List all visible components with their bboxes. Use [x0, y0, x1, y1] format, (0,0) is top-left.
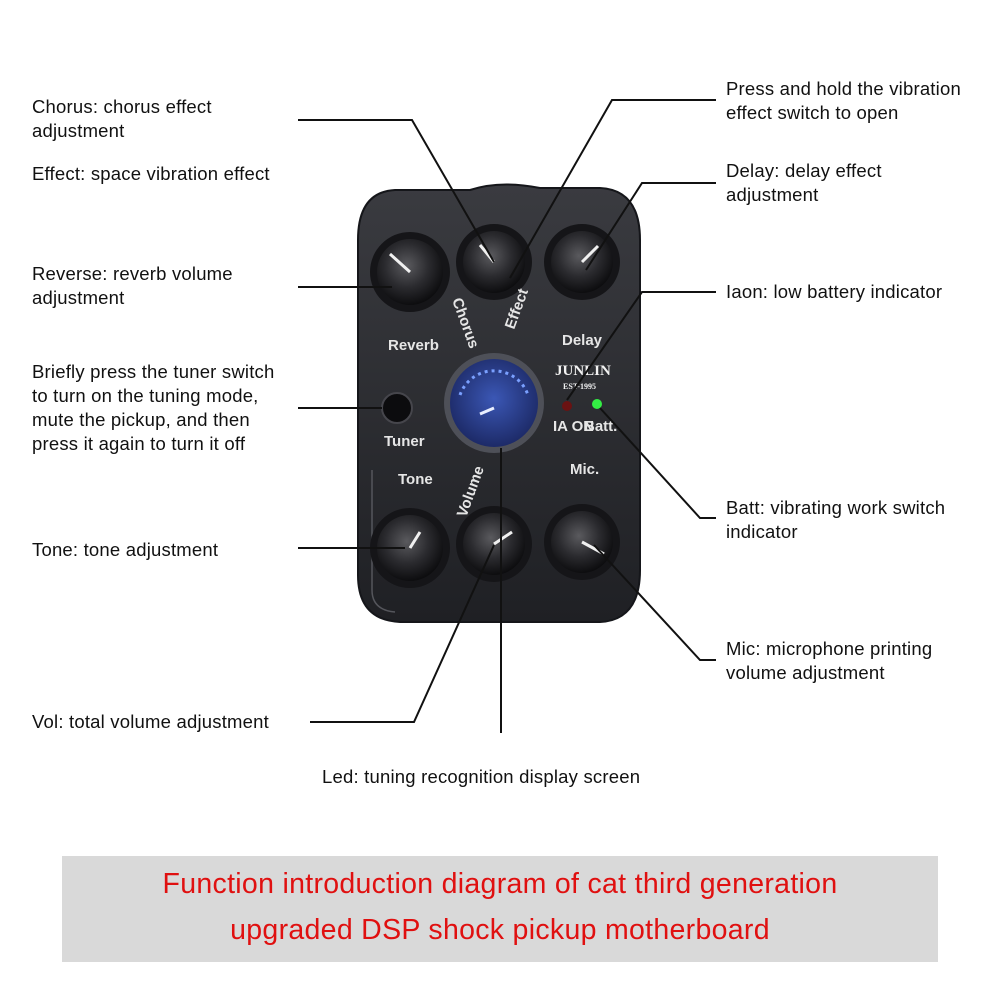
ia-on-label: IA ON	[553, 418, 594, 435]
volume-knob[interactable]	[456, 506, 532, 582]
vol-annotation: Vol: total volume adjustment	[32, 711, 269, 732]
tuner-label: Tuner	[384, 433, 425, 450]
press-hold-leader	[509, 99, 716, 279]
banner-title-line-1: Function introduction diagram of cat thi…	[162, 868, 838, 900]
batt-annotation: Batt: vibrating work switch indicator	[726, 497, 946, 542]
iaon-leader	[566, 291, 716, 401]
reverb-label: Reverb	[388, 337, 439, 354]
tuner-switch-annotation: Briefly press the tuner switch to turn o…	[32, 361, 275, 454]
effect-annotation: Effect: space vibration effect	[32, 163, 270, 184]
chorus-leader	[298, 119, 495, 263]
mic-annotation: Mic: microphone printing volume adjustme…	[726, 638, 933, 683]
delay-knob-indicator	[580, 244, 600, 264]
mic-knob[interactable]	[544, 504, 620, 580]
led-annotation: Led: tuning recognition display screen	[322, 766, 641, 787]
vol-leader	[310, 544, 495, 723]
brand-logo: JUNLIN	[555, 363, 611, 379]
low-battery-indicator	[562, 401, 572, 411]
iaon-annotation: Iaon: low battery indicator	[726, 281, 943, 302]
volume-knob-indicator	[493, 530, 513, 546]
device-edge-highlight	[371, 470, 396, 613]
tuner-scale	[458, 369, 530, 396]
tuner-needle	[479, 406, 495, 416]
reverse-annotation: Reverse: reverb volume adjustment	[32, 263, 233, 308]
brand-established: EST-1995	[563, 382, 596, 391]
batt-indicator	[592, 399, 602, 409]
delay-label: Delay	[562, 332, 603, 349]
batt-leader	[599, 407, 716, 519]
delay-annotation: Delay: delay effect adjustment	[726, 160, 882, 205]
batt-label: Batt.	[584, 418, 617, 435]
tone-annotation: Tone: tone adjustment	[32, 539, 219, 560]
chorus-annotation: Chorus: chorus effect adjustment	[32, 96, 212, 141]
mic-leader	[593, 544, 716, 661]
reverb-knob-indicator	[388, 252, 412, 274]
leader-lines	[298, 99, 716, 733]
reverb-knob[interactable]	[370, 232, 450, 312]
delay-leader	[585, 182, 716, 271]
tone-knob[interactable]	[370, 508, 450, 588]
press-hold-annotation: Press and hold the vibration effect swit…	[726, 78, 961, 123]
delay-knob[interactable]	[544, 224, 620, 300]
tone-label: Tone	[398, 471, 433, 488]
mic-label: Mic.	[570, 461, 599, 478]
tone-knob-indicator	[408, 531, 422, 549]
tuner-button[interactable]	[381, 392, 413, 424]
title-banner: Function introduction diagram of cat thi…	[62, 856, 938, 962]
banner-title-line-2: upgraded DSP shock pickup motherboard	[230, 914, 770, 946]
tuning-display-screen	[444, 353, 544, 453]
